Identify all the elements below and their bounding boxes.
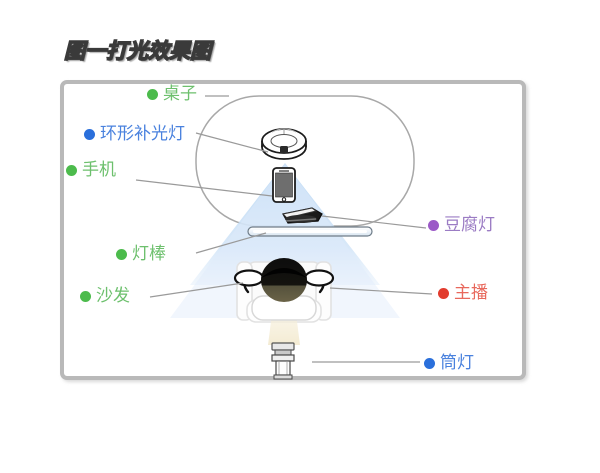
- bullet-icon-ring-light: [84, 129, 95, 140]
- bullet-icon-table: [147, 89, 158, 100]
- bullet-icon-sofa: [80, 291, 91, 302]
- bullet-icon-tofu-light: [428, 220, 439, 231]
- label-text-host: 主播: [454, 283, 488, 303]
- label-text-table: 桌子: [163, 84, 197, 104]
- label-light-bar: 灯棒: [116, 246, 166, 263]
- label-sofa: 沙发: [80, 288, 130, 305]
- label-phone: 手机: [66, 162, 116, 179]
- bullet-icon-host: [438, 288, 449, 299]
- label-host: 主播: [438, 285, 488, 302]
- label-tofu-light: 豆腐灯: [428, 217, 495, 234]
- bullet-icon-phone: [66, 165, 77, 176]
- label-text-sofa: 沙发: [96, 286, 130, 306]
- label-text-tofu-light: 豆腐灯: [444, 215, 495, 235]
- label-downlight: 筒灯: [424, 355, 474, 372]
- label-text-downlight: 筒灯: [440, 353, 474, 373]
- label-text-ring-light: 环形补光灯: [100, 124, 185, 144]
- bullet-icon-downlight: [424, 358, 435, 369]
- bullet-icon-light-bar: [116, 249, 127, 260]
- label-text-phone: 手机: [82, 160, 116, 180]
- page-title: 图一打光效果图: [63, 39, 211, 63]
- label-ring-light: 环形补光灯: [84, 126, 185, 143]
- label-text-light-bar: 灯棒: [132, 244, 166, 264]
- label-table: 桌子: [147, 86, 197, 103]
